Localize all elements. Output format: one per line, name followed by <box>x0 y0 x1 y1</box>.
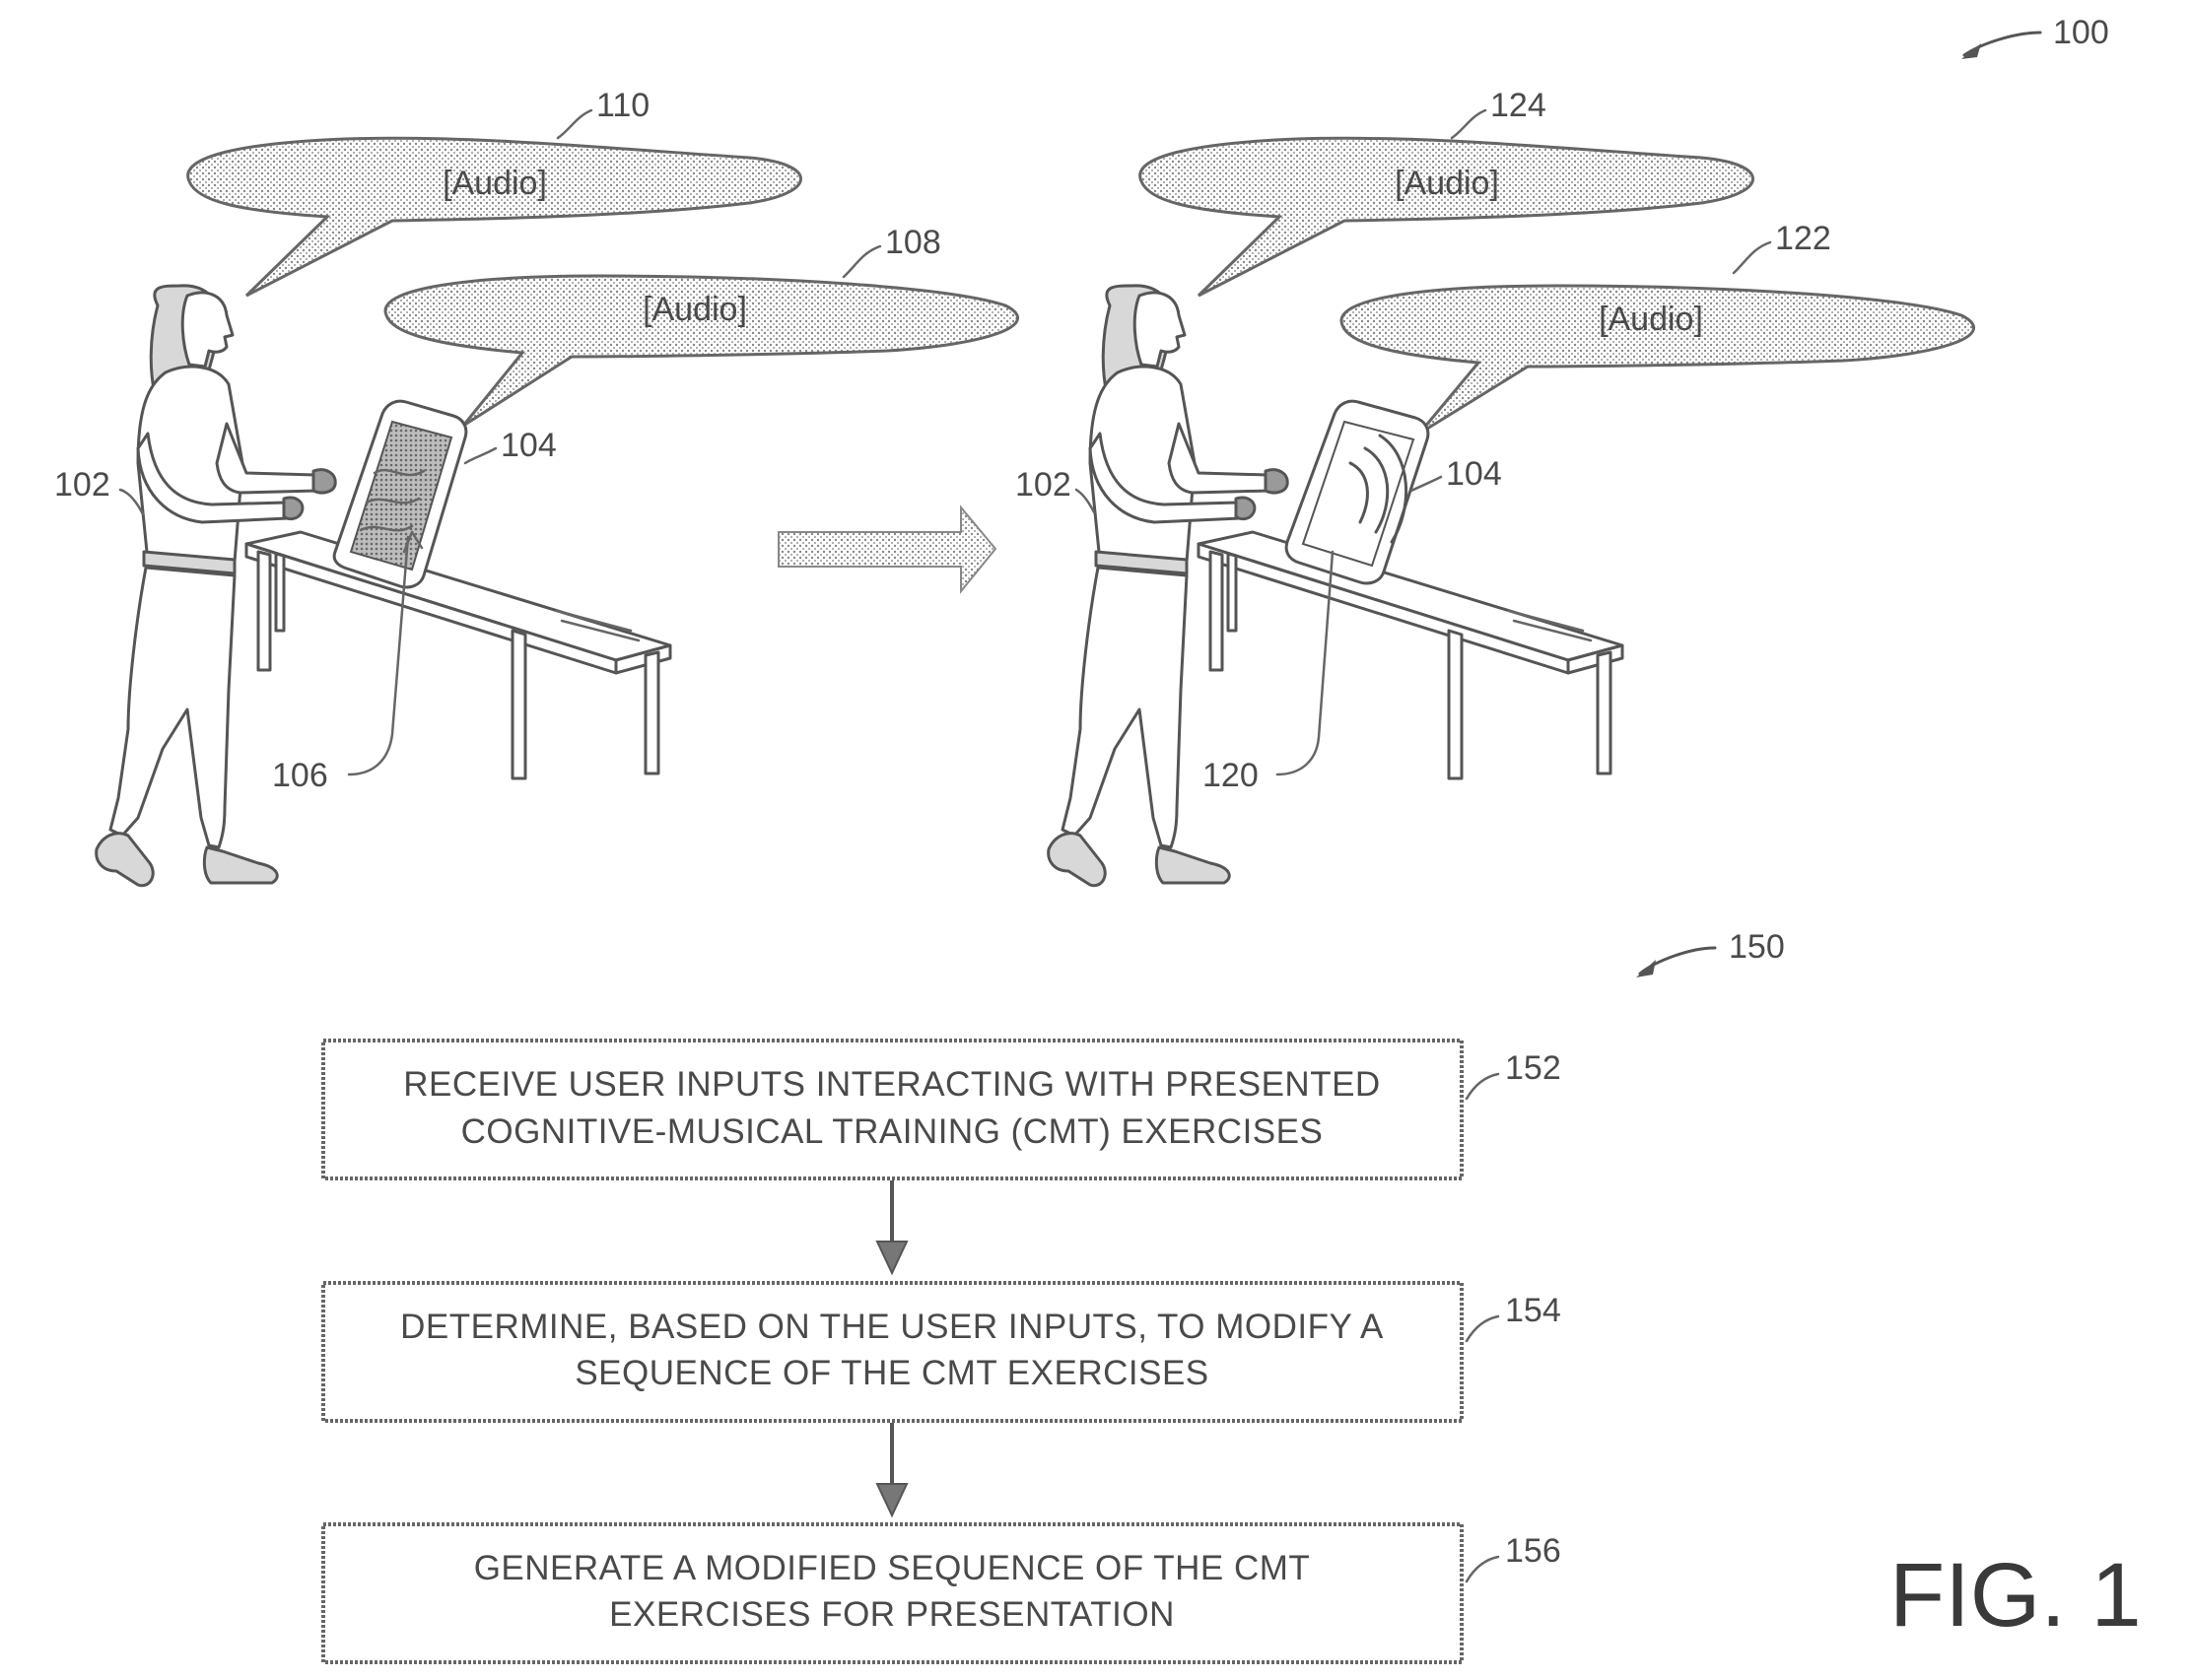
svg-text:108: 108 <box>885 224 941 261</box>
transition-arrow <box>778 504 997 594</box>
svg-text:104: 104 <box>501 427 557 464</box>
flow-arrow-1 <box>875 1180 909 1276</box>
right-scene: [Audio] 124 [Audio] 122 <box>1015 87 1975 888</box>
svg-text:100: 100 <box>2053 14 2109 51</box>
figure-label: FIG. 1 <box>1889 1545 2142 1646</box>
svg-text:110: 110 <box>596 87 650 124</box>
svg-text:EXERCISES FOR PRESENTATION: EXERCISES FOR PRESENTATION <box>609 1595 1175 1634</box>
speech-bubble-124: [Audio] 124 <box>1138 87 1754 298</box>
left-scene: [Audio] 110 [Audio] 108 <box>54 87 1019 888</box>
svg-text:102: 102 <box>54 466 110 504</box>
flow-step-152: RECEIVE USER INPUTS INTERACTING WITH PRE… <box>321 1039 1561 1180</box>
svg-text:104: 104 <box>1446 455 1502 493</box>
svg-text:RECEIVE USER INPUTS INTERACTIN: RECEIVE USER INPUTS INTERACTING WITH PRE… <box>403 1065 1380 1104</box>
person-user <box>1047 284 1289 888</box>
flow-step-156: GENERATE A MODIFIED SEQUENCE OF THE CMT … <box>321 1522 1561 1664</box>
svg-text:DETERMINE, BASED ON THE USER I: DETERMINE, BASED ON THE USER INPUTS, TO … <box>400 1308 1384 1346</box>
svg-text:102: 102 <box>1015 466 1071 504</box>
figure-ref-100: 100 <box>1961 14 2109 59</box>
svg-text:120: 120 <box>1202 757 1259 794</box>
tablet-device <box>1284 399 1430 585</box>
svg-text:154: 154 <box>1505 1292 1561 1329</box>
table <box>244 530 672 780</box>
svg-text:COGNITIVE-MUSICAL TRAINING (CM: COGNITIVE-MUSICAL TRAINING (CMT) EXERCIS… <box>461 1112 1324 1151</box>
svg-text:156: 156 <box>1505 1532 1561 1570</box>
svg-text:124: 124 <box>1490 87 1546 124</box>
svg-text:[Audio]: [Audio] <box>443 165 547 202</box>
svg-text:[Audio]: [Audio] <box>1599 301 1703 338</box>
svg-text:[Audio]: [Audio] <box>643 291 747 328</box>
tablet-device <box>332 399 468 589</box>
svg-text:GENERATE A MODIFIED SEQUENCE O: GENERATE A MODIFIED SEQUENCE OF THE CMT <box>474 1549 1311 1587</box>
flow-step-154: DETERMINE, BASED ON THE USER INPUTS, TO … <box>321 1281 1561 1423</box>
speech-bubble-110: [Audio] 110 <box>186 87 802 298</box>
speech-bubble-122: [Audio] 122 <box>1339 220 1975 436</box>
svg-text:122: 122 <box>1775 220 1831 257</box>
flowchart: 150 RECEIVE USER INPUTS INTERACTING WITH… <box>321 928 1785 1664</box>
svg-text:150: 150 <box>1729 928 1785 966</box>
person-user <box>95 284 337 888</box>
flow-arrow-2 <box>875 1423 909 1518</box>
flowchart-ref-150: 150 <box>1636 928 1785 977</box>
speech-bubble-108: [Audio] 108 <box>383 224 1019 428</box>
svg-text:152: 152 <box>1505 1049 1561 1087</box>
table <box>1197 530 1624 780</box>
svg-text:106: 106 <box>272 757 328 794</box>
svg-text:SEQUENCE OF THE CMT EXERCISES: SEQUENCE OF THE CMT EXERCISES <box>575 1354 1208 1392</box>
svg-text:[Audio]: [Audio] <box>1395 165 1499 202</box>
